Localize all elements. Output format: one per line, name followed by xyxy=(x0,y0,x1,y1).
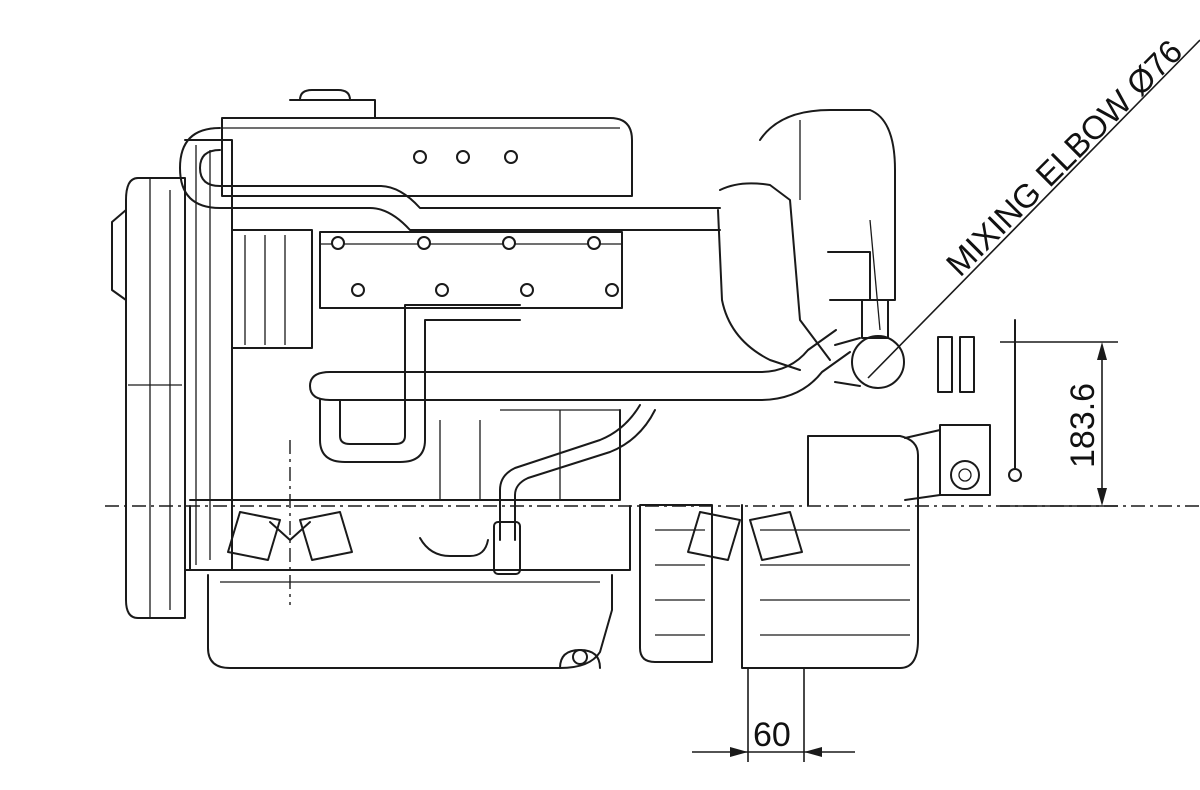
oil-pan xyxy=(207,574,613,669)
callout-leader-line xyxy=(867,39,1200,379)
horizontal-dimension xyxy=(692,668,855,762)
engine-block xyxy=(189,347,631,571)
heat-exchanger xyxy=(759,109,896,331)
head-bolt xyxy=(351,283,365,297)
front-pulley xyxy=(111,177,186,619)
cylinder-head xyxy=(319,231,623,309)
vertical-dimension xyxy=(1000,341,1118,507)
head-bolt xyxy=(331,236,345,250)
head-bolt xyxy=(587,236,601,250)
shift-lever xyxy=(937,319,1022,496)
valve-cover-bolt xyxy=(413,150,427,164)
lower-pipe xyxy=(319,319,521,463)
upper-coolant-pipe xyxy=(199,149,721,209)
mixing-elbow xyxy=(834,299,905,389)
mixing-elbow-callout: MIXING ELBOW Ø76 xyxy=(939,32,1189,282)
valve-cover-bolt xyxy=(456,150,470,164)
head-bolt xyxy=(520,283,534,297)
head-bolt xyxy=(417,236,431,250)
valve-cover xyxy=(221,89,633,197)
gearbox xyxy=(639,435,919,669)
head-bolt xyxy=(605,283,619,297)
front-engine-mount xyxy=(227,440,353,605)
valve-cover-bolt xyxy=(504,150,518,164)
transmission-coupling xyxy=(904,429,941,501)
horizontal-dimension-label: 60 xyxy=(753,716,791,754)
vertical-dimension-label: 183.6 xyxy=(1064,383,1102,468)
oil-line xyxy=(499,404,641,541)
head-bolt xyxy=(502,236,516,250)
head-bolt xyxy=(435,283,449,297)
exhaust-riser xyxy=(719,182,831,361)
